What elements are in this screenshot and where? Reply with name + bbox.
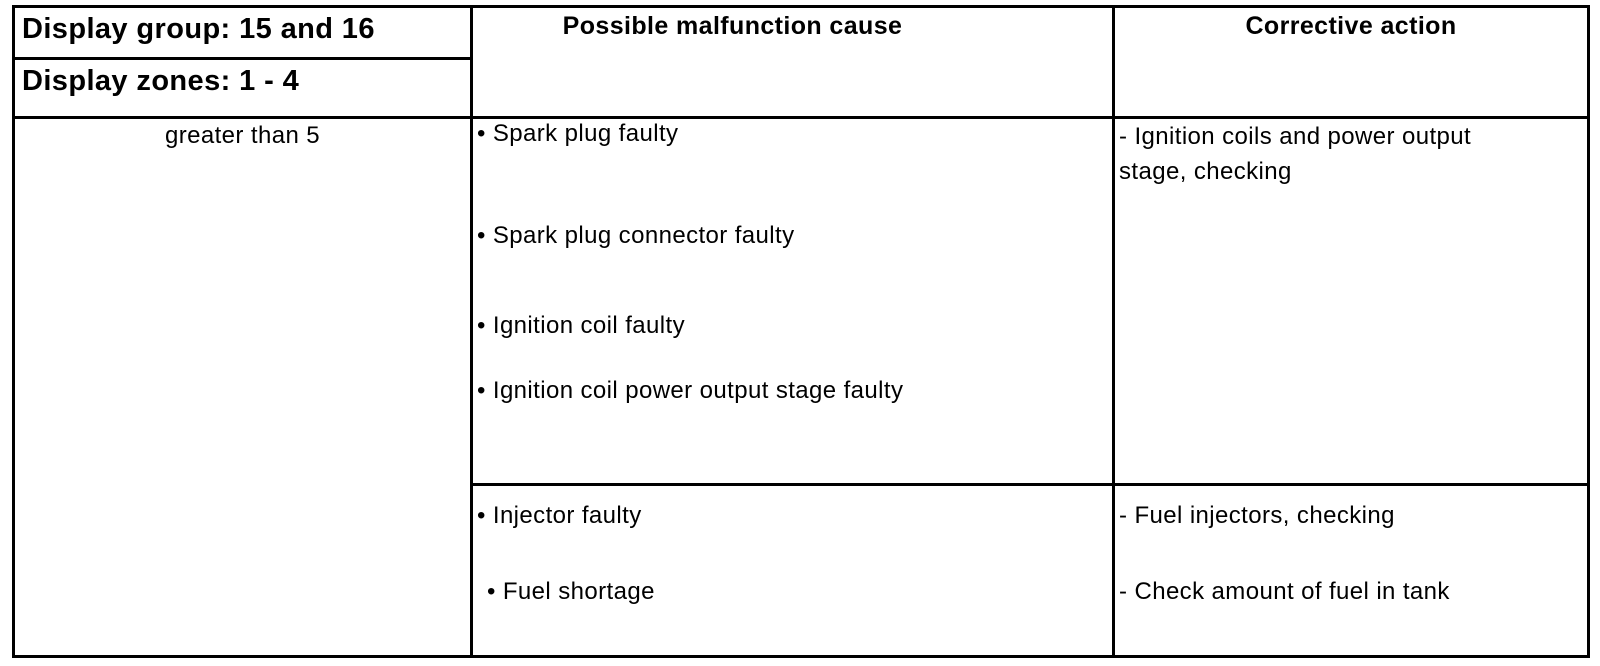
display-zones-cell: Display zones: 1 - 4 <box>12 57 473 119</box>
cause-item: • Fuel shortage <box>487 578 655 605</box>
actions-cell-row1: - Ignition coils and power output stage,… <box>1112 116 1590 486</box>
action-item: - Check amount of fuel in tank <box>1119 578 1450 605</box>
action-item: - Fuel injectors, checking <box>1119 502 1395 529</box>
cause-item: • Spark plug faulty <box>477 120 679 147</box>
action-item: - Ignition coils and power output stage,… <box>1119 123 1472 185</box>
cause-item: • Ignition coil power output stage fault… <box>477 377 904 404</box>
header-row-1: Display group: 15 and 16 Possible malfun… <box>12 5 1590 119</box>
malfunction-cause-column-header: Possible malfunction cause <box>470 5 1115 119</box>
cause-item: • Ignition coil faulty <box>477 312 685 339</box>
causes-cell-row1: • Spark plug faulty • Spark plug connect… <box>470 116 1115 486</box>
table-row: • Injector faulty • Fuel shortage - Fuel… <box>14 483 1590 658</box>
cause-item: • Spark plug connector faulty <box>477 222 795 249</box>
actions-cell-row2: - Fuel injectors, checking - Check amoun… <box>1112 483 1590 658</box>
display-group-cell: Display group: 15 and 16 <box>12 5 473 60</box>
display-value-cell: greater than 5 <box>12 116 473 658</box>
corrective-action-column-header: Corrective action <box>1112 5 1590 119</box>
header-row-2: Display zones: 1 - 4 <box>12 57 1589 119</box>
causes-cell-row2: • Injector faulty • Fuel shortage <box>470 483 1115 658</box>
cause-item: • Injector faulty <box>477 502 642 529</box>
table-row: greater than 5 • Spark plug faulty • Spa… <box>12 116 1590 658</box>
malfunction-troubleshooting-table: Display group: 15 and 16 Possible malfun… <box>12 5 1590 658</box>
